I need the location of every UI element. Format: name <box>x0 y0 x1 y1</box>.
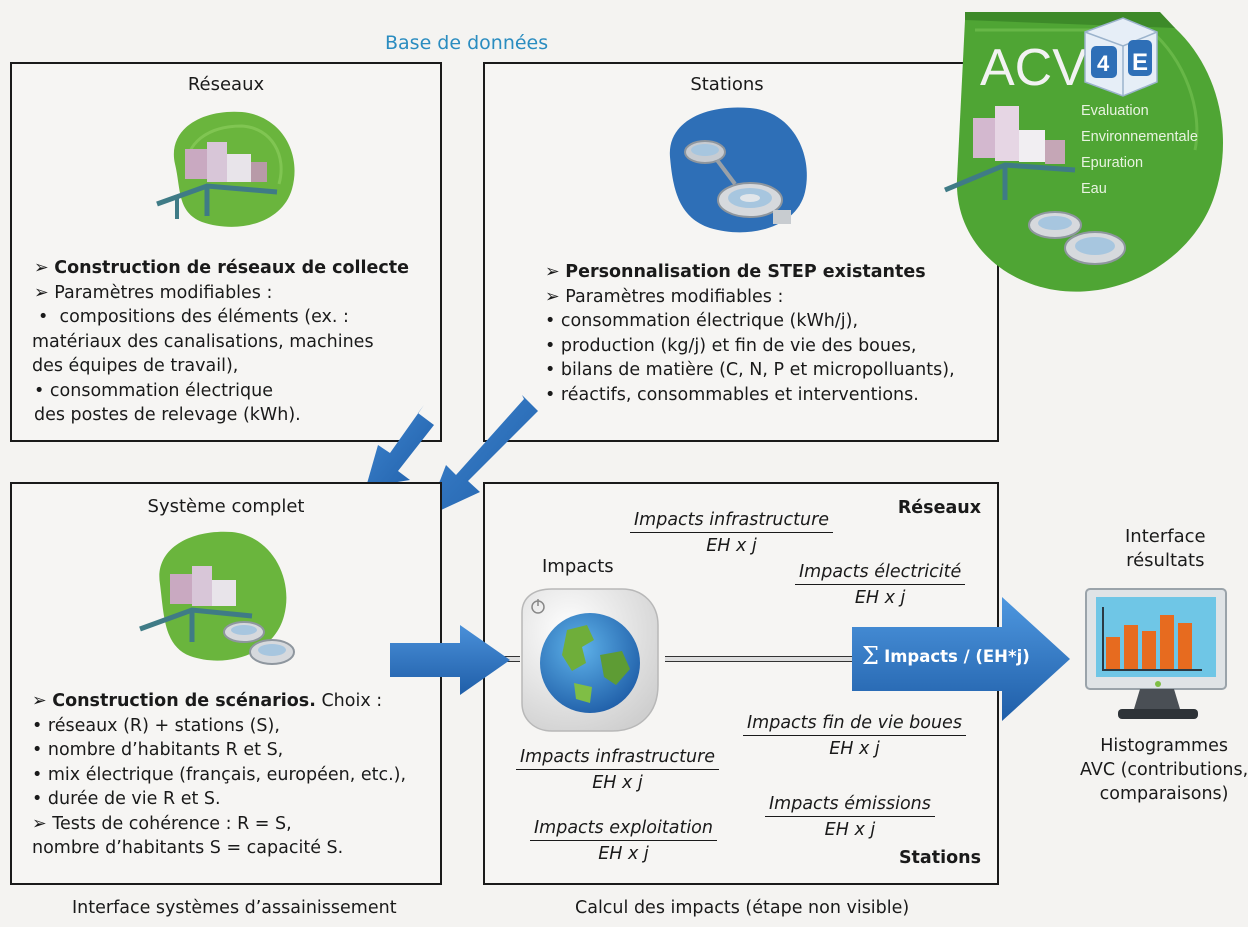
stations-title: Stations <box>690 74 764 95</box>
reseaux-line-6: • consommation électrique <box>34 380 273 401</box>
sum-arrow <box>852 597 1070 721</box>
systeme-line-5: ➢ Tests de cohérence : R = S, <box>32 813 292 834</box>
logo-digit: 4 <box>1097 51 1110 76</box>
results-title: Interface résultats <box>1125 525 1206 573</box>
arrow-stations-down <box>426 395 538 517</box>
reseaux-line-3: • compositions des éléments (ex. : <box>38 307 349 327</box>
arrow-reseaux-down <box>366 405 434 487</box>
calcul-stations-label: Stations <box>898 848 981 868</box>
systeme-line-3: • mix électrique (français, européen, et… <box>32 764 407 785</box>
logo-word-4: Eau <box>1081 181 1107 197</box>
monitor-histogram-icon <box>1085 588 1227 719</box>
calcul-reseaux-label: Réseaux <box>897 498 981 518</box>
results-caption-line-3: comparaisons) <box>1099 784 1229 804</box>
reseaux-box: Réseaux ➢ Construction de réseaux de col… <box>10 62 442 442</box>
stations-text: ➢ Personnalisation de STEP existantes ➢ … <box>545 260 955 407</box>
results-title-line-2: résultats <box>1126 550 1205 571</box>
reseaux-line-7: des postes de relevage (kWh). <box>34 405 301 425</box>
fraction-num: Impacts exploitation <box>530 818 717 841</box>
systeme-heading: ➢ Construction de scénarios. Choix : <box>32 691 383 711</box>
reseaux-title: Réseaux <box>187 74 265 95</box>
fraction-den: EH x j <box>829 739 880 759</box>
sum-label: Σ Impacts / (EH*j) <box>862 642 1030 670</box>
fraction-fin-de-vie-boues: Impacts fin de vie boues EH x j <box>743 713 966 759</box>
systeme-line-4: • durée de vie R et S. <box>32 789 221 809</box>
systeme-title: Système complet <box>147 496 305 517</box>
fraction-exploitation: Impacts exploitation EH x j <box>530 818 717 864</box>
reseaux-text: ➢ Construction de réseaux de collecte ➢ … <box>32 256 410 428</box>
systeme-line-1: • réseaux (R) + stations (S), <box>32 715 280 736</box>
stations-line-2: ➢ Paramètres modifiables : <box>545 286 784 307</box>
arrow-system-to-impacts <box>390 625 510 695</box>
sum-text: Impacts / (EH*j) <box>884 647 1030 666</box>
stations-line-3: • consommation électrique (kWh/j), <box>545 311 859 331</box>
treatment-station-icon <box>669 107 807 233</box>
fraction-den: EH x j <box>824 820 876 840</box>
fraction-den: EH x j <box>592 773 643 793</box>
logo-acv-text: ACV <box>980 39 1087 97</box>
globe-icon <box>521 588 659 732</box>
reseaux-line-2: ➢ Paramètres modifiables : <box>34 282 273 303</box>
fraction-electricite: Impacts électricité EH x j <box>795 562 966 608</box>
logo-word-1: Evaluation <box>1081 103 1149 119</box>
results-caption-line-1: Histogrammes <box>1100 736 1228 756</box>
fraction-num: Impacts électricité <box>795 562 966 585</box>
sigma-symbol: Σ <box>862 642 879 670</box>
reseaux-line-5: des équipes de travail), <box>32 356 239 376</box>
fraction-num: Impacts infrastructure <box>630 510 834 533</box>
network-city-icon <box>156 111 295 227</box>
results-title-line-1: Interface <box>1125 526 1206 547</box>
fraction-emissions: Impacts émissions EH x j <box>765 794 935 840</box>
logo-letter: E <box>1132 49 1148 76</box>
dice-icon <box>1084 17 1158 97</box>
fraction-infrastructure-stations: Impacts infrastructure EH x j <box>516 747 720 793</box>
results-caption: Histogrammes AVC (contributions, compara… <box>1080 734 1248 806</box>
systeme-line-6: nombre d’habitants S = capacité S. <box>32 838 344 858</box>
fraction-num: Impacts infrastructure <box>516 747 720 770</box>
results-caption-line-2: AVC (contributions, <box>1080 760 1248 780</box>
fraction-num: Impacts fin de vie boues <box>743 713 966 736</box>
stations-box: Stations ➢ Personnalisation de STEP exis… <box>483 62 999 442</box>
reseaux-line-1: ➢ Construction de réseaux de collecte <box>34 258 410 278</box>
caption-left: Interface systèmes d’assainissement <box>72 898 397 918</box>
arrows-to-system <box>366 395 538 517</box>
fraction-den: EH x j <box>706 536 757 556</box>
stations-line-4: • production (kg/j) et fin de vie des bo… <box>545 335 917 356</box>
fraction-infrastructure-reseaux: Impacts infrastructure EH x j <box>630 510 834 556</box>
fraction-num: Impacts émissions <box>765 794 935 817</box>
fraction-den: EH x j <box>598 844 649 864</box>
stations-line-6: • réactifs, consommables et intervention… <box>545 384 919 405</box>
fraction-den: EH x j <box>854 588 906 608</box>
acv4e-logo: ACV 4 E Evaluation Environnementale Epur… <box>944 12 1224 292</box>
globe-connector-line <box>665 656 865 662</box>
systeme-line-2: • nombre d’habitants R et S, <box>32 740 284 760</box>
stations-line-1: ➢ Personnalisation de STEP existantes <box>545 262 926 282</box>
impacts-label: Impacts <box>542 556 614 577</box>
logo-city-icon <box>944 106 1126 265</box>
reseaux-line-4: matériaux des canalisations, machines <box>32 331 374 352</box>
caption-right: Calcul des impacts (étape non visible) <box>575 898 910 918</box>
logo-word-3: Epuration <box>1081 155 1143 171</box>
stations-line-5: • bilans de matière (C, N, P et micropol… <box>545 360 955 380</box>
systeme-box: Système complet ➢ Construction de scénar… <box>10 482 442 885</box>
complete-system-icon <box>139 531 295 665</box>
systeme-text: ➢ Construction de scénarios. Choix : • r… <box>32 689 406 861</box>
logo-word-2: Environnementale <box>1081 129 1198 145</box>
database-label: Base de données <box>385 32 549 54</box>
